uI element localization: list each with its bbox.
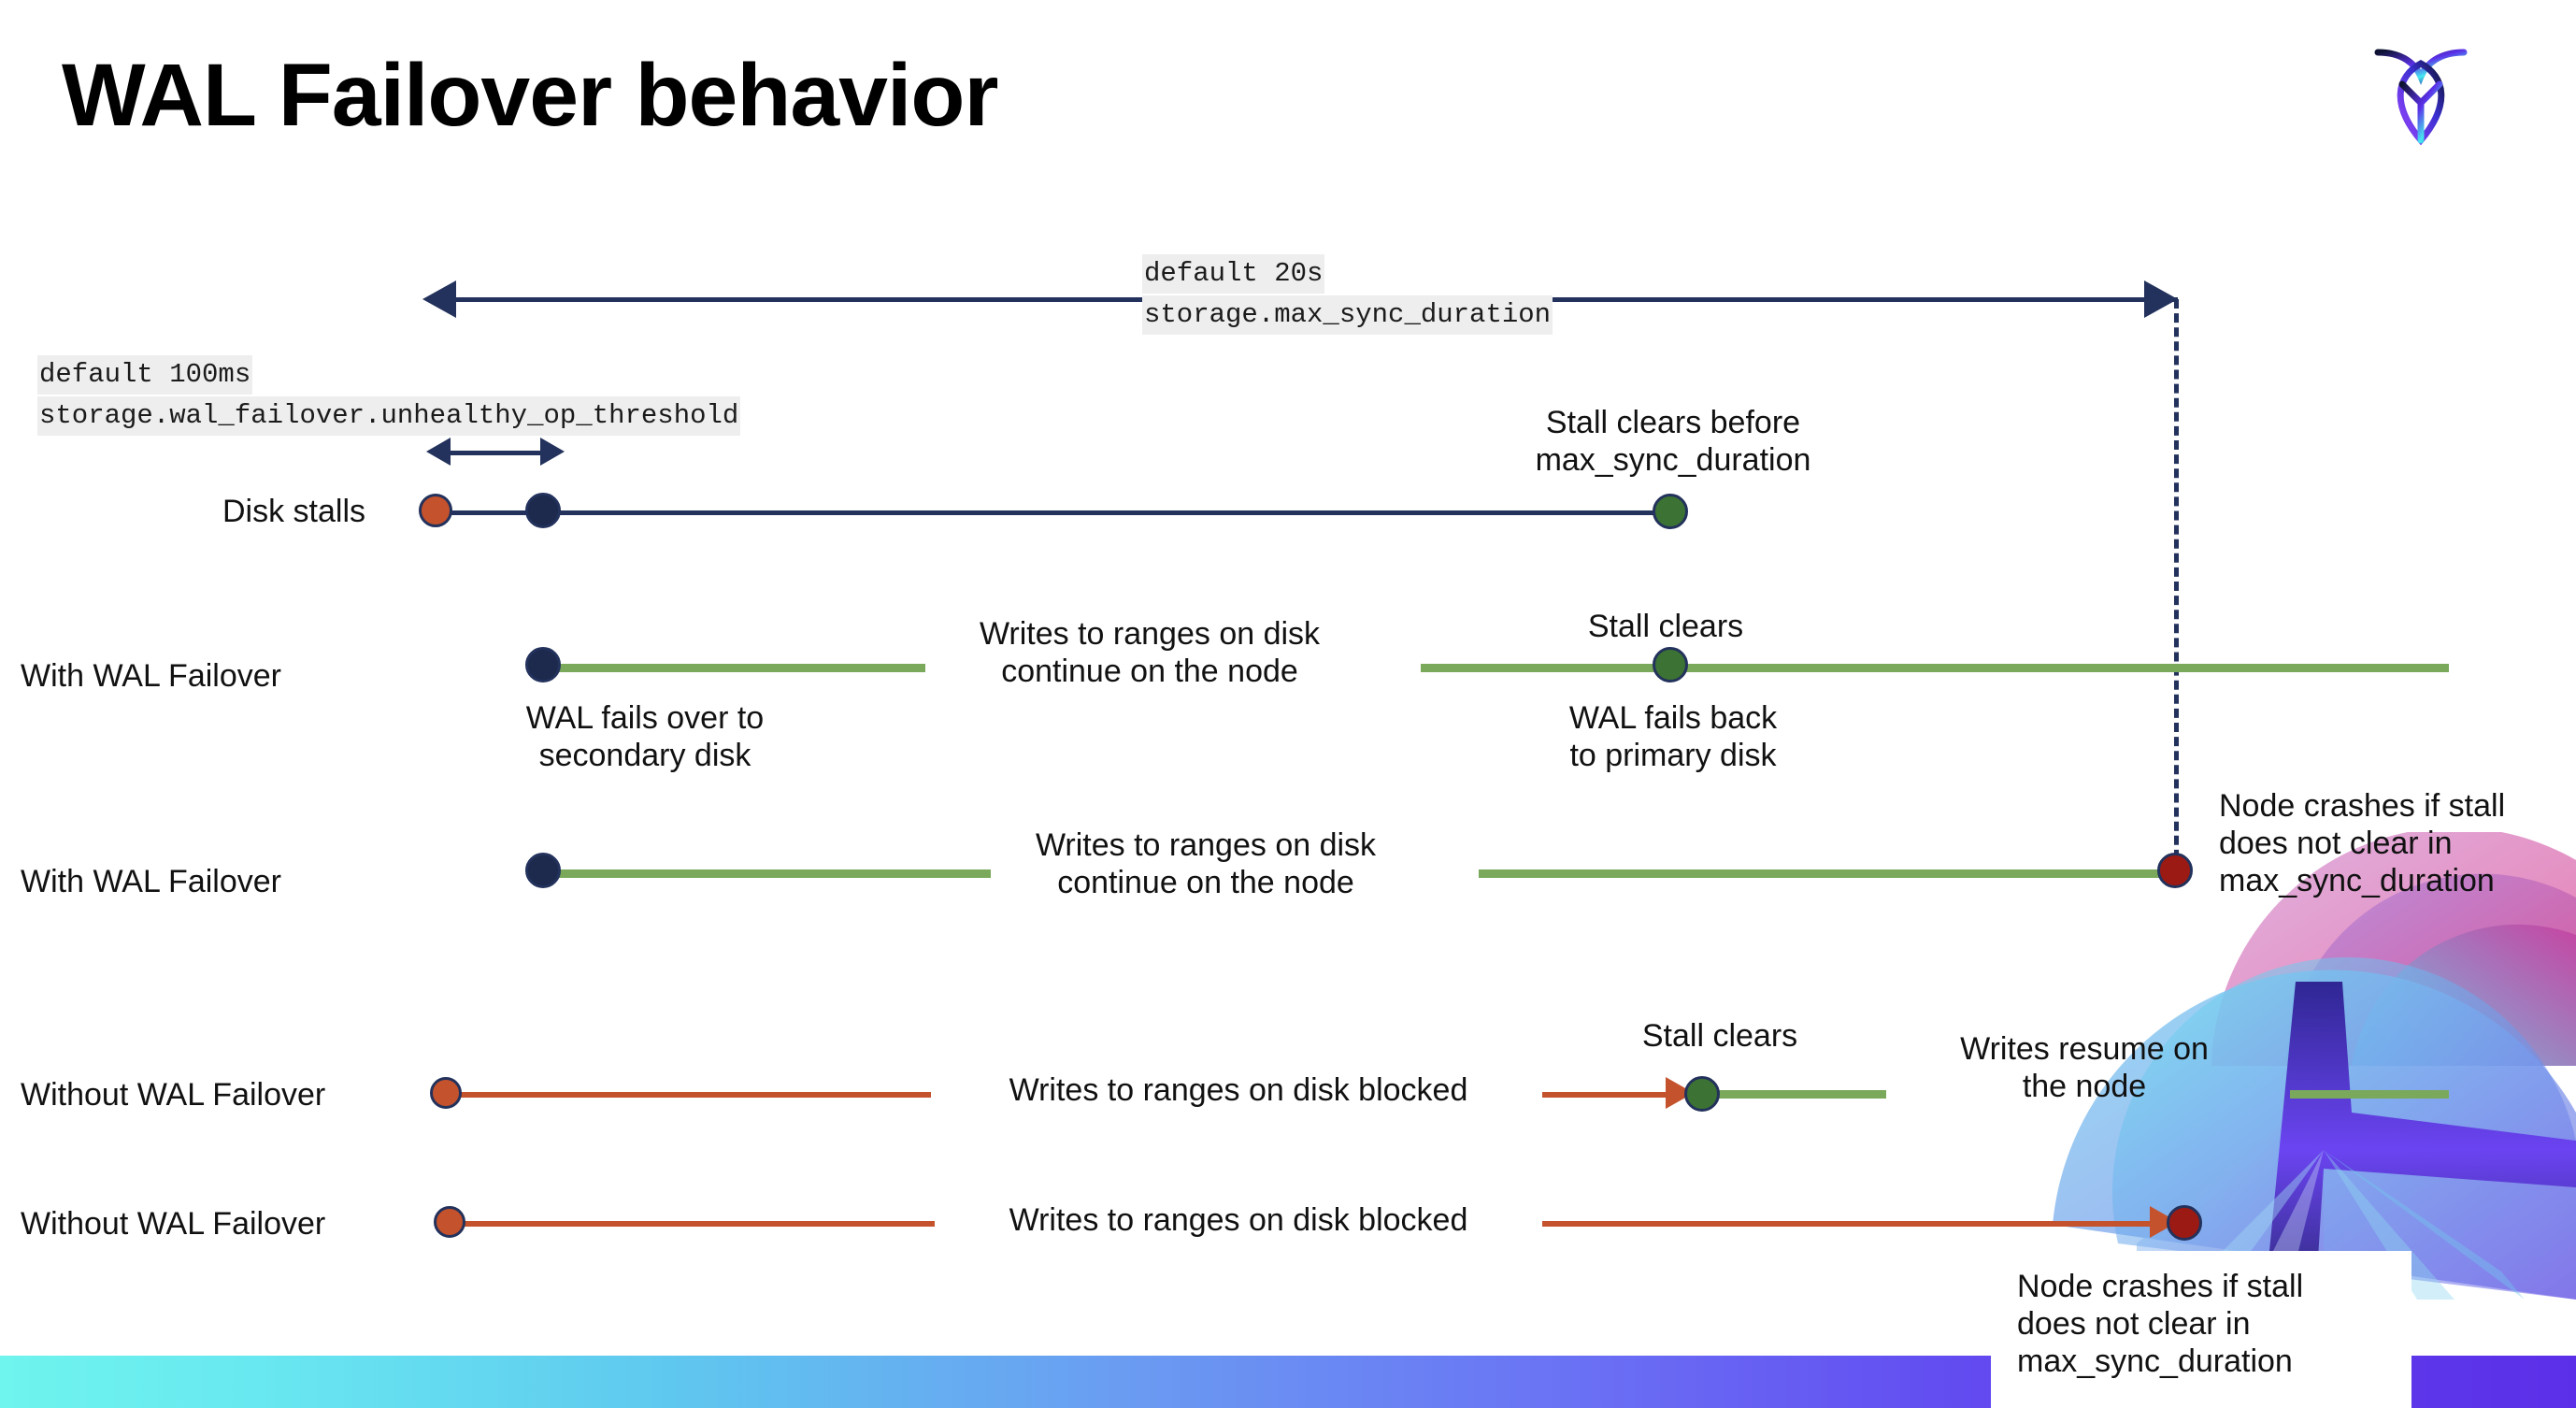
wal-failover-2-segment-a (542, 869, 991, 878)
without-wal-1-clear-dot (1684, 1076, 1720, 1112)
note-writes-resume: Writes resume on the node (1960, 1031, 2209, 1105)
note-writes-blocked-2: Writes to ranges on disk blocked (1009, 1202, 1468, 1238)
row-label-without-wal-failover-1: Without WAL Failover (21, 1077, 326, 1113)
max-sync-arrow-right-icon (2144, 280, 2178, 318)
note-writes-blocked-1: Writes to ranges on disk blocked (1009, 1072, 1468, 1108)
wal-failover-1-segment-a (542, 664, 925, 672)
wal-failover-2-segment-b (1479, 869, 2170, 878)
without-wal-1-blocked-segment-b (1542, 1092, 1673, 1098)
row-label-with-wal-failover-1: With WAL Failover (21, 658, 281, 694)
bottom-note-backdrop (1991, 1251, 2411, 1408)
note-node-crashes-1: Node crashes if stall does not clear in … (2219, 788, 2506, 899)
without-wal-1-start-dot (430, 1077, 462, 1109)
wal-failover-1-clear-dot (1653, 647, 1688, 682)
wal-failover-1-segment-b (1421, 664, 2449, 672)
without-wal-1-resume-segment-a (1718, 1090, 1886, 1099)
row-label-with-wal-failover-2: With WAL Failover (21, 864, 281, 899)
max-sync-setting-label: storage.max_sync_duration (1142, 295, 1553, 336)
unhealthy-op-span-line (449, 451, 542, 455)
note-stall-clears-1: Stall clears (1587, 609, 1744, 644)
disk-stalls-timeline (439, 510, 1682, 515)
max-sync-dashed-dropline (2174, 299, 2179, 873)
row-label-without-wal-failover-2: Without WAL Failover (21, 1206, 326, 1242)
cockroachdb-logo-icon (2370, 36, 2471, 146)
wal-failover-2-failover-dot (525, 853, 561, 888)
max-sync-arrow-left-icon (422, 280, 456, 318)
unhealthy-op-arrow-left-icon (426, 438, 451, 466)
without-wal-1-blocked-segment-a (454, 1092, 931, 1098)
note-wal-fails-over: WAL fails over to secondary disk (525, 700, 765, 774)
note-wal-fails-back: WAL fails back to primary disk (1568, 700, 1778, 774)
note-writes-continue-1: Writes to ranges on disk continue on the… (979, 616, 1321, 690)
disk-stalls-start-dot (419, 494, 452, 527)
note-stall-clears-2: Stall clears (1641, 1018, 1798, 1054)
note-writes-continue-2: Writes to ranges on disk continue on the… (1035, 827, 1377, 901)
wal-failover-1-failover-dot (525, 647, 561, 682)
without-wal-2-crash-dot (2167, 1205, 2202, 1241)
note-node-crashes-2: Node crashes if stall does not clear in … (2017, 1269, 2304, 1380)
without-wal-2-blocked-segment-b (1542, 1221, 2159, 1227)
disk-stalls-clear-dot (1653, 494, 1688, 529)
max-sync-default-label: default 20s (1142, 254, 1325, 295)
note-stall-clears-before-max-sync: Stall clears before max_sync_duration (1535, 405, 1811, 479)
row-label-disk-stalls: Disk stalls (222, 494, 366, 529)
unhealthy-op-setting-label: storage.wal_failover.unhealthy_op_thresh… (37, 396, 741, 437)
page-title: WAL Failover behavior (62, 46, 998, 145)
without-wal-2-blocked-segment-a (458, 1221, 935, 1227)
unhealthy-op-arrow-right-icon (540, 438, 565, 466)
without-wal-2-start-dot (434, 1206, 465, 1238)
unhealthy-op-default-label: default 100ms (37, 355, 253, 395)
wal-failover-2-crash-dot (2157, 853, 2193, 888)
disk-stalls-threshold-dot (525, 493, 561, 528)
without-wal-1-resume-segment-b (2290, 1090, 2449, 1099)
